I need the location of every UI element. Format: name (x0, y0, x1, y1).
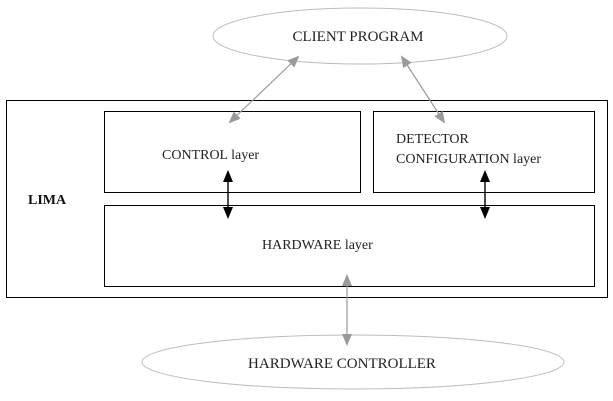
client-program-label: CLIENT PROGRAM (293, 29, 424, 45)
client-detector-arrow (400, 55, 446, 124)
lima-system-box (6, 100, 608, 298)
client-control-arrow (228, 55, 300, 124)
hardware-controller-label: HARDWARE CONTROLLER (248, 356, 436, 372)
lima-label: LIMA (28, 193, 67, 208)
detector-configuration-layer-box (373, 111, 595, 193)
detector-configuration-label-line2: CONFIGURATION layer (396, 152, 541, 167)
hardware-layer-box (104, 205, 595, 287)
client-program-node (212, 7, 508, 65)
control-layer-label: CONTROL layer (162, 148, 259, 163)
hardware-layer-label: HARDWARE layer (262, 238, 373, 253)
hardware-controller-node (141, 334, 565, 390)
detector-configuration-label-line1: DETECTOR (396, 132, 470, 147)
